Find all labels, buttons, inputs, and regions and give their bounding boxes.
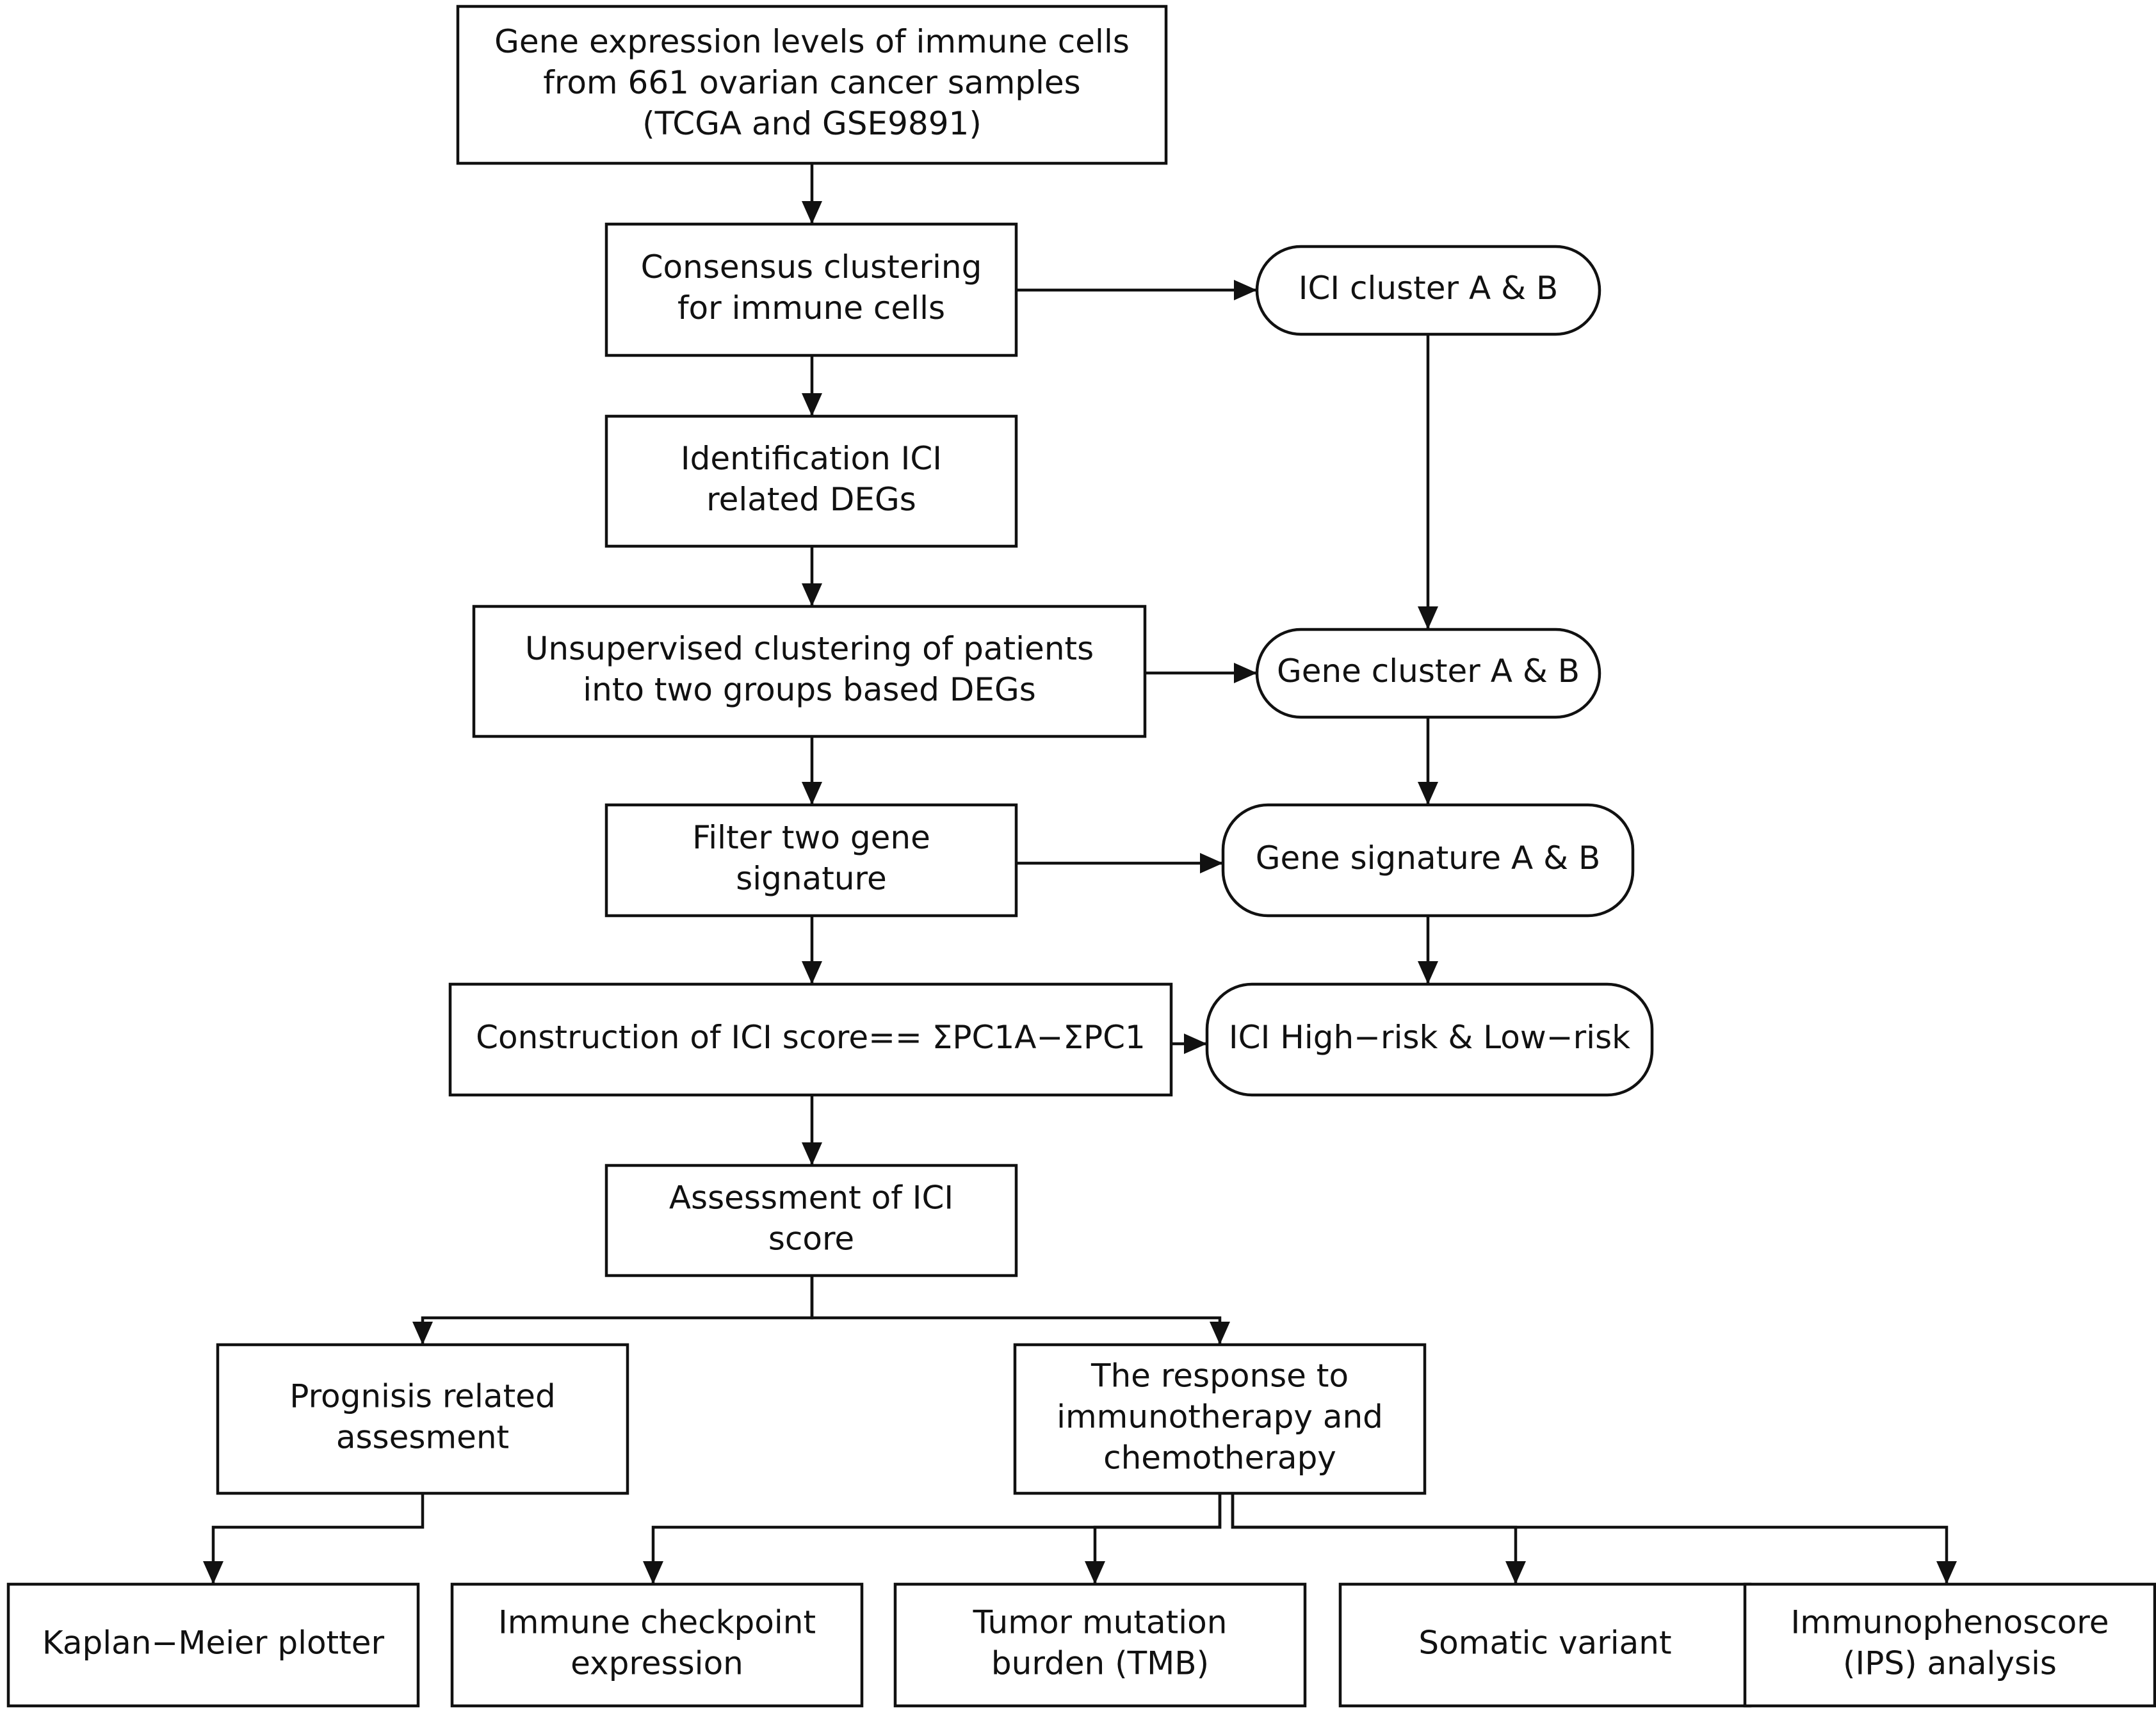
arrowhead-assessment-score [802,1142,822,1165]
arrowhead-gene-cluster [1418,606,1438,629]
node-label-line: ICI cluster A & B [1299,270,1559,307]
node-label-line: The response to [1090,1358,1349,1395]
node-label-line: (TCGA and GSE9891) [642,105,982,142]
node-box-immune-checkpoint [450,1582,864,1708]
node-label-line: immunotherapy and [1057,1399,1383,1436]
node-ici-cluster: ICI cluster A & B [1255,245,1601,336]
node-label-line: Gene cluster A & B [1277,653,1580,690]
node-box-assessment-score [604,1164,1018,1277]
node-label-line: Construction of ICI score== ΣPC1A−ΣPC1 [476,1019,1146,1056]
arrowhead-prognosis [412,1322,433,1345]
connector-arrow-assessment-score-to-response [810,1276,1222,1345]
node-box-ips [1743,1582,2156,1708]
node-box-ici-cluster [1255,245,1601,336]
node-kaplan-meier: Kaplan−Meier plotter [6,1582,420,1708]
node-label-line: Unsupervised clustering of patients [525,630,1094,667]
nodes-layer: Gene expression levels of immune cells fr… [6,4,2156,1708]
node-prognosis: Prognisis related assesment [216,1343,629,1495]
arrowhead-ips [1936,1561,1957,1584]
arrowhead-response [1210,1322,1230,1345]
connector-arrow-response-to-immune-checkpoint [651,1493,1222,1584]
arrowhead-construction-score [802,961,822,984]
node-gene-cluster: Gene cluster A & B [1255,628,1601,719]
node-label-line: score [768,1220,854,1258]
node-label-line: Prognisis related [289,1378,555,1415]
node-label-line: Assessment of ICI [669,1180,953,1217]
connector-arrow-response-to-tmb [1093,1493,1222,1584]
node-ici-risk: ICI High−risk & Low−risk [1205,982,1654,1097]
node-box-prognosis [216,1343,629,1495]
arrowhead-ici-risk [1184,1034,1207,1054]
node-identification-degs: Identification ICI related DEGs [604,414,1018,548]
node-label-line: into two groups based DEGs [583,671,1036,708]
node-box-kaplan-meier [6,1582,420,1708]
node-box-construction-score [448,982,1173,1097]
node-box-gene-signature [1221,803,1635,918]
node-label-line: related DEGs [706,481,916,518]
arrowhead-tmb [1085,1561,1105,1584]
arrowhead-gene-signature [1418,782,1438,805]
node-label-line: Consensus clustering [641,248,982,286]
node-label-line: expression [571,1645,743,1682]
edges-layer [203,163,1957,1584]
node-gene-signature: Gene signature A & B [1221,803,1635,918]
node-label-line: signature [736,860,887,897]
node-box-somatic-variant [1338,1582,1752,1708]
arrowhead-kaplan-meier [203,1561,223,1584]
node-label-line: (IPS) analysis [1843,1645,2057,1682]
node-construction-score: Construction of ICI score== ΣPC1A−ΣPC1 [448,982,1173,1097]
connector-arrow-response-to-ips [1231,1493,1949,1584]
node-box-ici-risk [1205,982,1654,1097]
arrowhead-ici-risk [1418,961,1438,984]
node-label-line: Gene expression levels of immune cells [494,23,1130,60]
node-gene-expression: Gene expression levels of immune cells fr… [456,4,1168,165]
arrowhead-gene-cluster [1234,663,1257,683]
arrowhead-unsupervised-clustering [802,583,822,606]
node-filter-signature: Filter two gene signature [604,803,1018,918]
node-box-filter-signature [604,803,1018,918]
arrowhead-filter-signature [802,782,822,805]
node-box-tmb [893,1582,1307,1708]
node-label-line: chemotherapy [1103,1439,1336,1477]
node-label-line: Somatic variant [1418,1625,1671,1662]
node-box-gene-cluster [1255,628,1601,719]
connector-arrow-response-to-somatic-variant [1231,1493,1518,1584]
node-label-line: Kaplan−Meier plotter [42,1625,385,1662]
node-box-gene-expression [456,4,1168,165]
node-immune-checkpoint: Immune checkpoint expression [450,1582,864,1708]
arrowhead-identification-degs [802,393,822,416]
node-label-line: Immune checkpoint [498,1604,816,1641]
node-label-line: ICI High−risk & Low−risk [1229,1019,1630,1056]
node-box-response [1013,1343,1427,1495]
node-label-line: for immune cells [677,289,945,327]
node-label-line: Gene signature A & B [1256,839,1601,877]
arrowhead-somatic-variant [1505,1561,1526,1584]
arrowhead-consensus-clustering [802,201,822,224]
arrowhead-ici-cluster [1234,280,1257,300]
node-label-line: burden (TMB) [991,1645,1209,1682]
node-label-line: Immunophenoscore [1791,1604,2109,1641]
node-box-identification-degs [604,414,1018,548]
arrowhead-gene-signature [1200,853,1223,873]
node-label-line: Identification ICI [681,440,942,477]
node-label-line: from 661 ovarian cancer samples [543,64,1080,101]
node-label-line: Tumor mutation [973,1604,1228,1641]
node-somatic-variant: Somatic variant [1338,1582,1752,1708]
arrowhead-immune-checkpoint [643,1561,663,1584]
connector-arrow-prognosis-to-kaplan-meier [211,1493,425,1584]
node-tmb: Tumor mutation burden (TMB) [893,1582,1307,1708]
node-unsupervised-clustering: Unsupervised clustering of patients into … [472,604,1147,738]
node-box-consensus-clustering [604,222,1018,357]
node-label-line: assesment [336,1419,509,1456]
connector-arrow-assessment-score-to-prognosis [421,1276,814,1345]
node-label-line: Filter two gene [692,819,930,856]
node-ips: Immunophenoscore (IPS) analysis [1743,1582,2156,1708]
node-box-unsupervised-clustering [472,604,1147,738]
node-response: The response to immunotherapy andchemothe… [1013,1343,1427,1495]
